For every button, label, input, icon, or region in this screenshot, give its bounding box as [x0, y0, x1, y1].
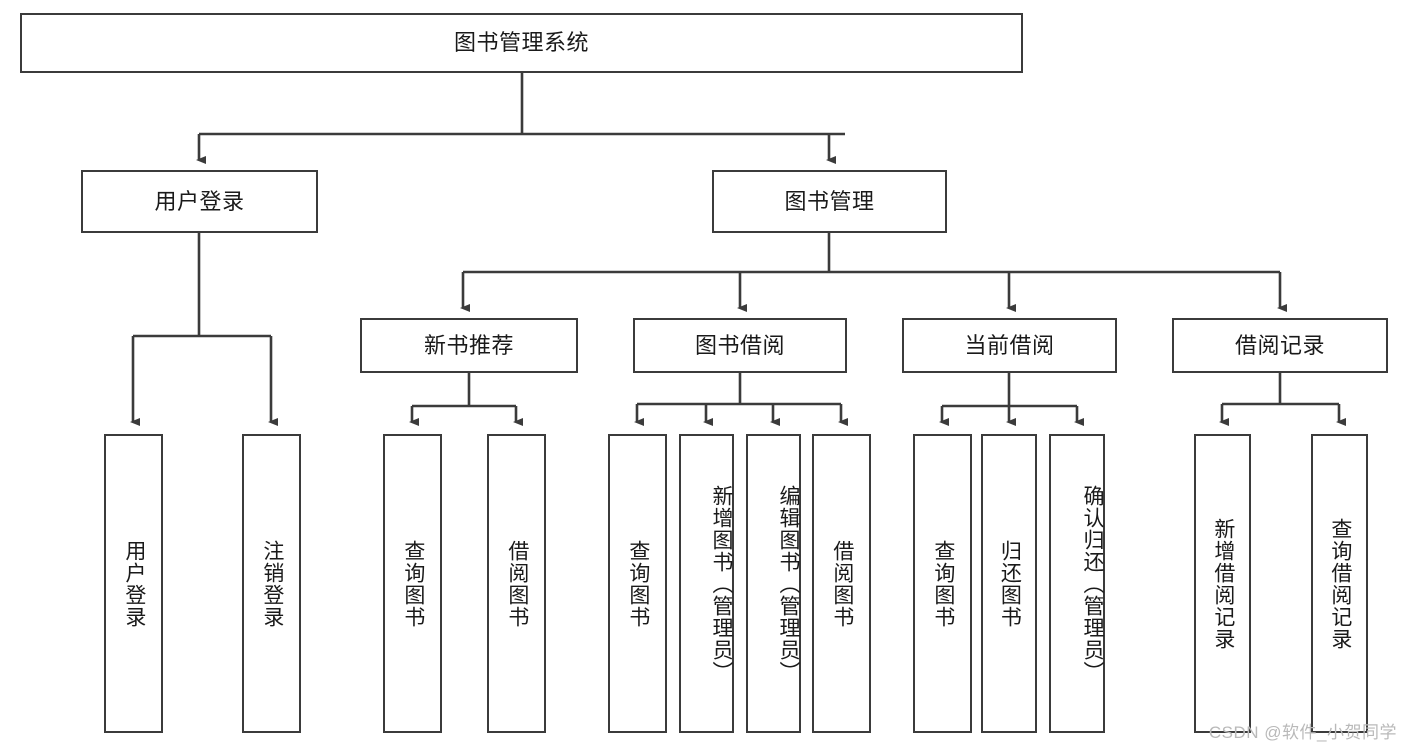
csdn-watermark: CSDN @软件_小贺同学 [1208, 723, 1397, 742]
leaf-query-book-1[interactable]: 查询图书 [383, 434, 442, 733]
leaf-logout[interactable]: 注销登录 [242, 434, 301, 733]
leaf-query-borrow-record-label: 查询借阅记录 [1328, 517, 1352, 650]
leaf-borrow-book-2-label: 借阅图书 [830, 539, 854, 628]
leaf-confirm-return-label: 确认归还（管理员） [1081, 484, 1104, 683]
leaf-borrow-book-2[interactable]: 借阅图书 [812, 434, 871, 733]
leaf-query-book-2[interactable]: 查询图书 [608, 434, 667, 733]
leaf-query-book-3-label: 查询图书 [931, 539, 955, 628]
node-current-borrow[interactable]: 当前借阅 [902, 318, 1117, 373]
node-book-borrow-label: 图书借阅 [694, 332, 785, 358]
node-borrow-record-label: 借阅记录 [1234, 332, 1325, 358]
node-user-login[interactable]: 用户登录 [81, 170, 318, 233]
node-book-borrow[interactable]: 图书借阅 [633, 318, 847, 373]
leaf-borrow-book-1-label: 借阅图书 [505, 539, 529, 628]
leaf-query-borrow-record[interactable]: 查询借阅记录 [1311, 434, 1368, 733]
leaf-query-book-1-label: 查询图书 [401, 539, 425, 628]
node-new-book-recommend-label: 新书推荐 [423, 332, 514, 358]
leaf-confirm-return[interactable]: 确认归还（管理员） [1049, 434, 1105, 733]
leaf-add-book-label: 新增图书（管理员） [710, 484, 733, 683]
node-borrow-record[interactable]: 借阅记录 [1172, 318, 1388, 373]
node-root[interactable]: 图书管理系统 [20, 13, 1023, 73]
leaf-return-book-label: 归还图书 [998, 539, 1022, 628]
leaf-user-login-label: 用户登录 [122, 539, 146, 628]
leaf-user-login[interactable]: 用户登录 [104, 434, 163, 733]
leaf-query-book-2-label: 查询图书 [626, 539, 650, 628]
node-user-login-label: 用户登录 [154, 188, 245, 214]
node-new-book-recommend[interactable]: 新书推荐 [360, 318, 578, 373]
leaf-logout-label: 注销登录 [260, 539, 284, 628]
leaf-add-borrow-record[interactable]: 新增借阅记录 [1194, 434, 1251, 733]
leaf-query-book-3[interactable]: 查询图书 [913, 434, 972, 733]
node-book-manage-label: 图书管理 [784, 188, 875, 214]
leaf-return-book[interactable]: 归还图书 [981, 434, 1037, 733]
node-book-manage[interactable]: 图书管理 [712, 170, 947, 233]
leaf-edit-book-label: 编辑图书（管理员） [777, 484, 800, 683]
node-root-label: 图书管理系统 [453, 30, 589, 56]
leaf-add-book[interactable]: 新增图书（管理员） [679, 434, 734, 733]
leaf-add-borrow-record-label: 新增借阅记录 [1211, 517, 1235, 650]
node-current-borrow-label: 当前借阅 [964, 332, 1055, 358]
leaf-borrow-book-1[interactable]: 借阅图书 [487, 434, 546, 733]
leaf-edit-book[interactable]: 编辑图书（管理员） [746, 434, 801, 733]
